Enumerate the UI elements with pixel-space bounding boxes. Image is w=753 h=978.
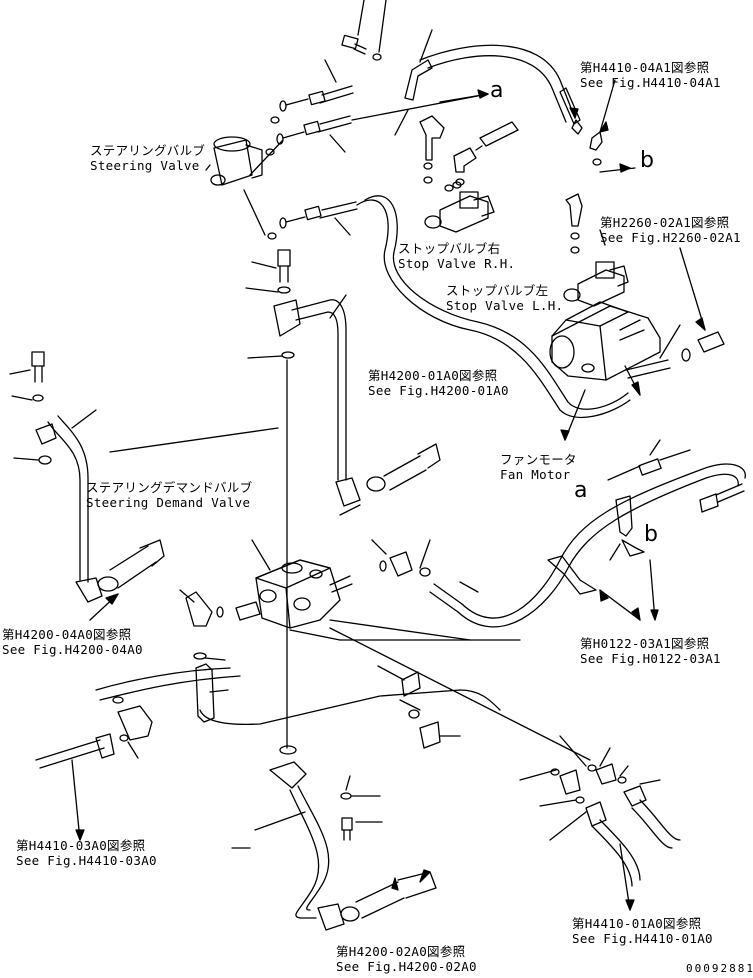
ref-h4410-03a0-jp: 第H4410-03A0図参照 [16,838,146,853]
fan-motor-en: Fan Motor [500,467,571,482]
elbow-a [419,115,445,184]
ref-h4200-04a0-jp: 第H4200-04A0図参照 [2,627,132,642]
fan-motor-part [549,301,661,381]
stop-valve-lh-label: ストップバルブ左 Stop Valve L.H. [446,283,563,313]
clamps-right [547,439,745,595]
marker-a-right: a [574,478,588,503]
ref-h4410-04a1-en: See Fig.H4410-04A1 [580,75,721,90]
hose-mid [265,115,352,156]
marker-b-right: b [644,522,658,547]
top-bolt [341,0,387,61]
bottom-pipe [269,745,437,931]
ref-h0122-03a1: 第H0122-03A1図参照 See Fig.H0122-03A1 [580,636,721,666]
hose-upper [270,59,354,124]
steering-demand-valve-jp: ステアリングデマンドバルブ [86,480,253,495]
ref-h4200-01a0: 第H4200-01A0図参照 See Fig.H4200-01A0 [368,368,509,398]
stop-valve-rh-label: ストップバルブ右 Stop Valve R.H. [398,241,515,271]
ref-h0122-03a1-en: See Fig.H0122-03A1 [580,651,721,666]
steering-demand-valve-en: Steering Demand Valve [86,495,251,510]
ref-h4200-02a0: 第H4200-02A0図参照 See Fig.H4200-02A0 [336,944,477,974]
ref-h4200-04a0-en: See Fig.H4200-04A0 [2,642,143,657]
stop-valve-rh-part [424,181,495,233]
ref-h2260-02a1-en: See Fig.H2260-02A1 [600,230,741,245]
ref-h4200-01a0-en: See Fig.H4200-01A0 [368,383,509,398]
steering-demand-valve-label: ステアリングデマンドバルブ Steering Demand Valve [86,480,252,510]
stop-valve-rh-jp: ストップバルブ右 [398,241,501,256]
arrow-markers [75,89,706,911]
steering-valve-label: ステアリングバルブ Steering Valve [90,143,205,173]
ref-h4410-01a0-en: See Fig.H4410-01A0 [572,931,713,946]
lower-center-hoses [95,652,501,749]
marker-a-top: a [490,78,504,103]
ref-h2260-02a1: 第H2260-02A1図参照 See Fig.H2260-02A1 [600,215,741,245]
fitting-h2260 [599,229,725,362]
right-tee [379,463,746,628]
fitting-top-right [559,79,636,173]
left-pipe [31,351,165,603]
ref-h4200-04a0: 第H4200-04A0図参照 See Fig.H4200-04A0 [2,627,143,657]
ref-h4200-02a0-en: See Fig.H4200-02A0 [336,959,477,974]
marker-b-top: b [640,148,654,173]
steering-valve-jp: ステアリングバルブ [90,143,206,158]
elbow-b [453,121,519,186]
stop-valve-lh-part [563,193,629,307]
fan-motor-label: ファンモータ Fan Motor [500,452,577,482]
ref-h4410-03a0-en: See Fig.H4410-03A0 [16,853,157,868]
ref-h4200-01a0-jp: 第H4200-01A0図参照 [368,368,498,383]
steering-demand-valve-part [235,559,353,629]
stop-valve-rh-en: Stop Valve R.H. [398,256,516,271]
fittings-bottom-right [550,763,681,887]
hose-lower [267,201,358,240]
stop-valve-lh-jp: ストップバルブ左 [446,283,549,298]
stop-valve-lh-en: Stop Valve L.H. [446,298,564,313]
top-clamp [394,29,433,136]
fan-motor-jp: ファンモータ [500,452,577,467]
ref-h4410-01a0: 第H4410-01A0図参照 See Fig.H4410-01A0 [572,916,713,946]
ref-h4410-03a0: 第H4410-03A0図参照 See Fig.H4410-03A0 [16,838,157,868]
middle-pipe [273,249,441,507]
ref-h4410-01a0-jp: 第H4410-01A0図参照 [572,916,702,931]
elbow-h4410-03 [35,591,224,769]
ref-h4410-04a1: 第H4410-04A1図参照 See Fig.H4410-04A1 [580,60,721,90]
steering-valve-part [205,136,263,186]
steering-valve-en: Steering Valve [90,158,200,173]
ref-h0122-03a1-jp: 第H0122-03A1図参照 [580,636,710,651]
ref-h2260-02a1-jp: 第H2260-02A1図参照 [600,215,730,230]
ref-h4410-04a1-jp: 第H4410-04A1図参照 [580,60,710,75]
ref-h4200-02a0-jp: 第H4200-02A0図参照 [336,944,466,959]
drawing-code: 00092881 [686,962,753,975]
